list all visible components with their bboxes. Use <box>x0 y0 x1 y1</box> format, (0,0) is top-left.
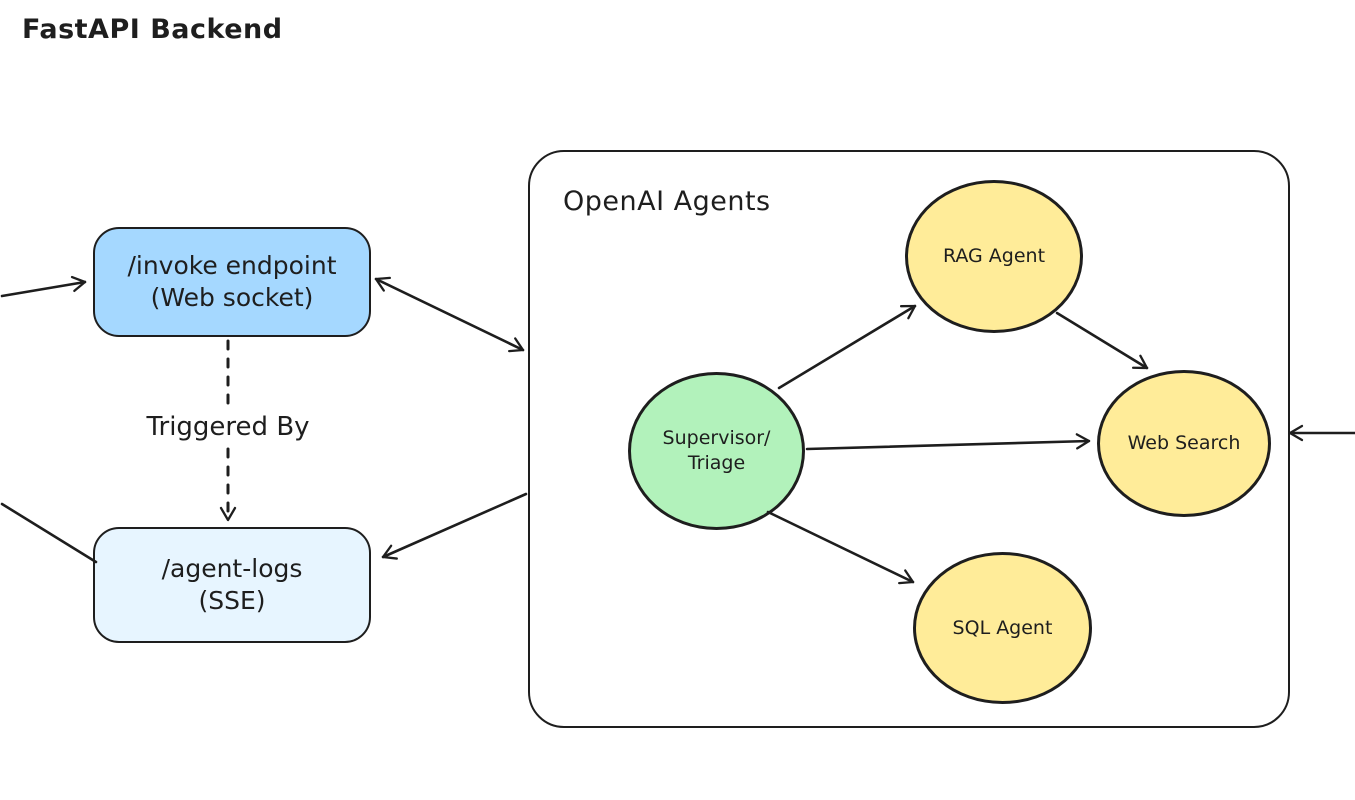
diagram-title: FastAPI Backend <box>22 14 283 45</box>
edge-external-to-agent-logs <box>0 502 98 564</box>
supervisor-triage-node: Supervisor/ Triage <box>628 372 805 530</box>
edge-external-to-invoke <box>0 275 87 298</box>
edge-invoke-to-container-bidirectional <box>374 276 525 353</box>
triggered-by-label: Triggered By <box>128 410 328 444</box>
edge-container-to-agent-logs <box>381 492 528 560</box>
rag-agent-node: RAG Agent <box>905 180 1083 333</box>
invoke-endpoint-node: /invoke endpoint (Web socket) <box>93 227 371 337</box>
sql-agent-node: SQL Agent <box>913 552 1092 704</box>
openai-agents-container-title: OpenAI Agents <box>563 186 771 217</box>
agent-logs-node: /agent-logs (SSE) <box>93 527 371 643</box>
web-search-node: Web Search <box>1097 370 1271 517</box>
